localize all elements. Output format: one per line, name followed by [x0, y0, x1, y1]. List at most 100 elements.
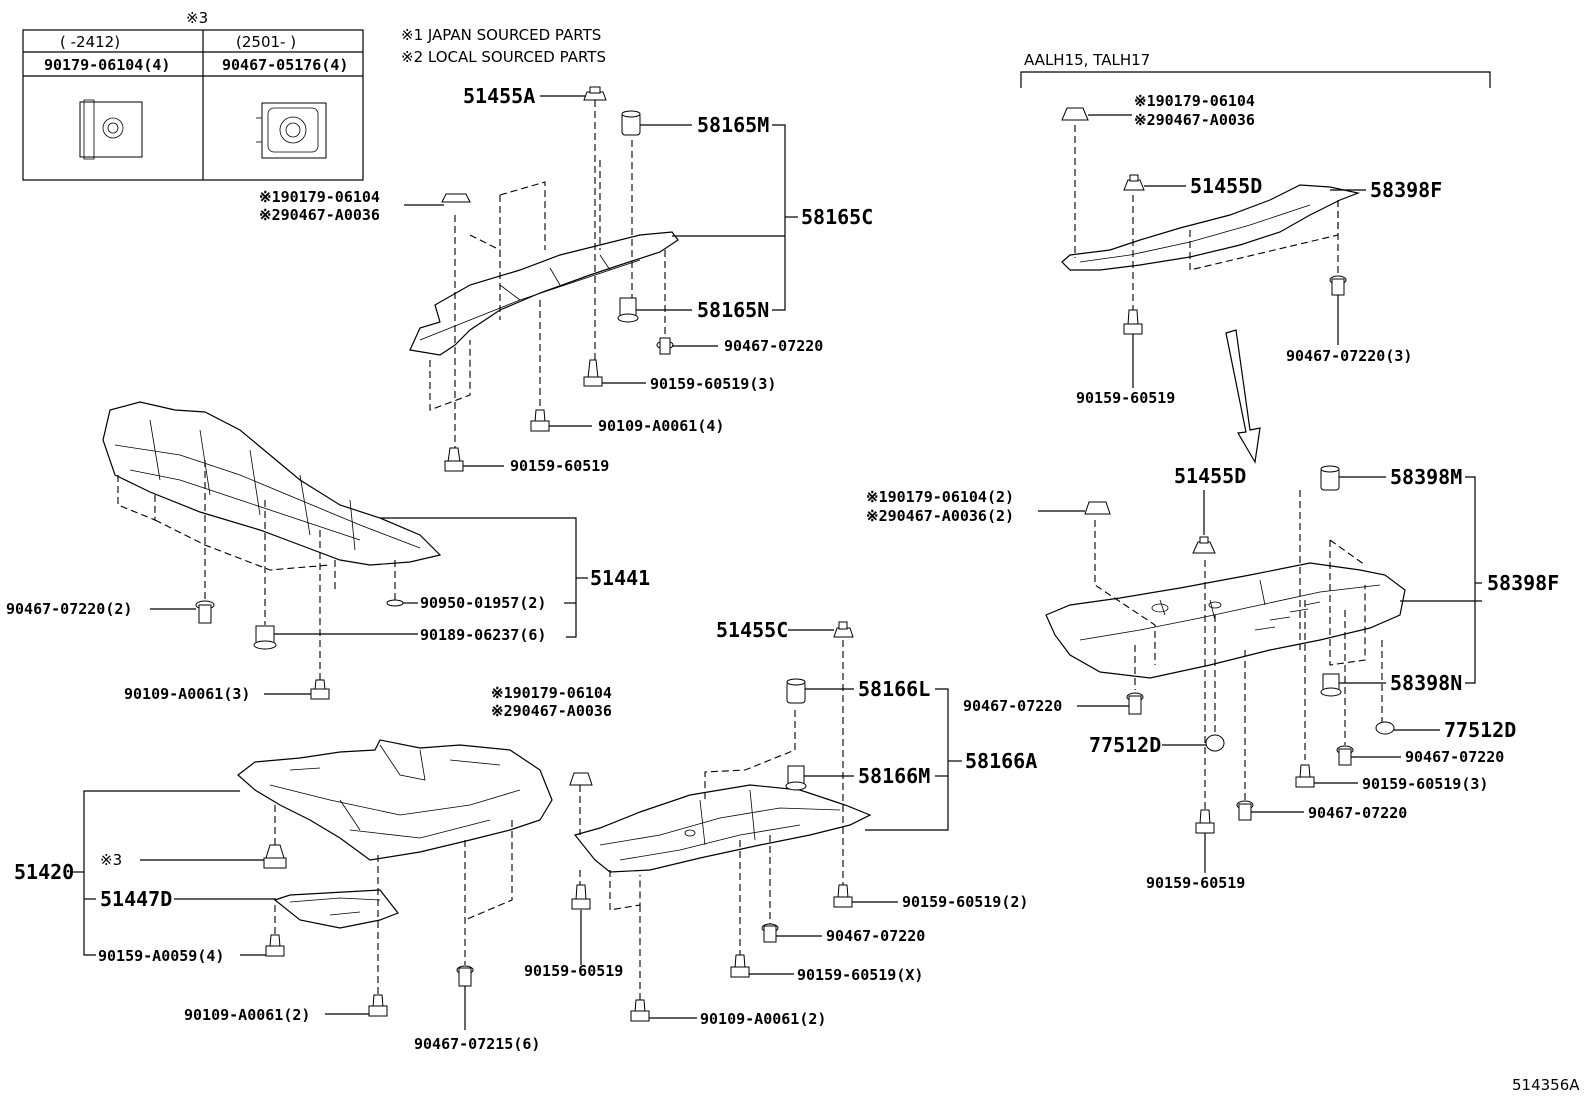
label-90467-07220-e: 90467-07220 [1308, 804, 1407, 822]
nut-58398N [1320, 673, 1342, 697]
bolt-90467-07220-c [1126, 692, 1144, 715]
bolt-90467-07220-e [1236, 800, 1254, 821]
bolt-90109-A0061-4 [530, 409, 550, 432]
nut-58165N [617, 297, 639, 323]
bolt-90109-A0061-3 [310, 679, 330, 700]
legend-table: ※3 ( -2412) (2501- ) 90179-06104(4) 9046… [22, 9, 364, 181]
label-90467-07220-3: 90467-07220(3) [1286, 347, 1412, 365]
bolt-90467-07220-2 [195, 600, 215, 624]
callout-51420: 51420 [14, 860, 74, 884]
group-58165C: 51455A 58165M 58165C 58165N ※190179-0610… [259, 84, 873, 475]
plug-77512D-right [1375, 721, 1395, 735]
callout-58398F-top: 58398F [1370, 178, 1442, 202]
clip-nut-upper [441, 193, 471, 203]
callout-58166A: 58166A [965, 749, 1037, 773]
label-90467-07220-d: 90467-07220 [1405, 748, 1504, 766]
grommet-58398M [1320, 465, 1340, 491]
clip-51455D-mid [1192, 536, 1216, 554]
label-90159-60519-3-a: 90159-60519(3) [650, 375, 776, 393]
label-90109-A0061-3: 90109-A0061(3) [124, 685, 250, 703]
label-90950-01957-2: 90950-01957(2) [420, 594, 546, 612]
bolt-90467-07220-a [656, 337, 674, 355]
callout-51455C: 51455C [716, 618, 788, 642]
engine-under-cover-lh-58166A [573, 784, 872, 873]
callout-58166L: 58166L [858, 677, 930, 701]
nut-58166M [785, 765, 807, 791]
callout-51455D-top: 51455D [1190, 174, 1262, 198]
bolt-90109-A0061-2-b [630, 999, 650, 1022]
label-90159-60519-b: 90159-60519 [524, 962, 623, 980]
callout-58398M: 58398M [1390, 465, 1462, 489]
callout-77512D-right: 77512D [1444, 718, 1516, 742]
label-90109-A0061-2-b: 90109-A0061(2) [700, 1010, 826, 1028]
group-58166A: 51455C 58166L 58166A 58166M ※190179-0610… [491, 618, 1037, 1028]
label-local-clip-top: ※290467-A0036 [259, 206, 380, 224]
bolt-90467-07220-d [1336, 745, 1354, 766]
label-90467-07220-a: 90467-07220 [724, 337, 823, 355]
label-90189-06237-6: 90189-06237(6) [420, 626, 546, 644]
callout-58165N: 58165N [697, 298, 769, 322]
clip-90950-01957 [386, 599, 404, 607]
label-90467-07220-c: 90467-07220 [963, 697, 1062, 715]
engine-under-cover-rh-58165C [409, 231, 679, 356]
down-arrow-icon [1225, 329, 1261, 464]
engine-under-cover-51420 [237, 739, 553, 861]
group-51420: 51420 ※3 51447D 90159-A0059(4) 90109-A00… [14, 739, 553, 1053]
callout-58398N: 58398N [1390, 671, 1462, 695]
legend-mark3: ※3 [186, 9, 208, 27]
label-japan-clip-mid: ※190179-06104 [491, 684, 612, 702]
clip-51455C [833, 621, 854, 638]
label-90159-60519-X: 90159-60519(X) [797, 966, 923, 984]
label-90467-07220-b: 90467-07220 [826, 927, 925, 945]
label-japan-clip-right-mid: ※190179-06104(2) [866, 488, 1014, 506]
label-90109-A0061-4: 90109-A0061(4) [598, 417, 724, 435]
callout-51447D: 51447D [100, 887, 172, 911]
under-cover-58398F-small [1061, 184, 1361, 271]
label-mark3-small: ※3 [100, 851, 122, 869]
callout-51455A: 51455A [463, 84, 535, 108]
callout-58165C: 58165C [801, 205, 873, 229]
label-90159-60519-3-b: 90159-60519(3) [1362, 775, 1488, 793]
group-variant-top: AALH15, TALH17 ※190179-06104 ※290467-A00… [1020, 51, 1491, 464]
group-58398F: ※190179-06104(2) ※290467-A0036(2) 51455D… [866, 464, 1559, 892]
label-90109-A0061-2-a: 90109-A0061(2) [184, 1006, 310, 1024]
callout-58165M: 58165M [697, 113, 769, 137]
bolt-90159-60519-X [730, 954, 750, 978]
under-cover-58398F [1045, 562, 1406, 679]
bolt-90159-60519-3-a [583, 359, 603, 387]
group-51441: 51441 90467-07220(2) 90950-01957(2) 9018… [6, 401, 650, 703]
label-local-clip-mid: ※290467-A0036 [491, 702, 612, 720]
bolt-90467-07215-6 [456, 965, 474, 987]
callout-51455D-mid: 51455D [1174, 464, 1246, 488]
label-japan-clip-right-top: ※190179-06104 [1134, 92, 1255, 110]
callout-77512D-left: 77512D [1089, 733, 1161, 757]
clip-mark3 [263, 844, 287, 869]
bolt-90467-07220-3 [1329, 275, 1347, 296]
label-90159-60519-a: 90159-60519 [510, 457, 609, 475]
bolt-90109-A0061-2-a [368, 994, 388, 1017]
clip-nut-icon [79, 99, 143, 160]
diagram-number: 514356A [1512, 1076, 1580, 1094]
callout-58166M: 58166M [858, 764, 930, 788]
bolt-90159-60519-2 [833, 884, 853, 908]
note-local-sourced: ※2 LOCAL SOURCED PARTS [401, 48, 606, 66]
bolt-90159-60519-c [1123, 309, 1143, 335]
label-90467-07220-2: 90467-07220(2) [6, 600, 132, 618]
label-90159-60519-d: 90159-60519 [1146, 874, 1245, 892]
under-cover-plate-51447D [273, 889, 399, 929]
nut-90189-06237 [253, 625, 277, 650]
clip-nut-right-mid [1084, 501, 1111, 515]
legend-col1-part: 90179-06104(4) [44, 56, 170, 74]
legend-col1-range: ( -2412) [60, 33, 120, 51]
grommet-58166L [786, 678, 806, 704]
label-japan-clip-top: ※190179-06104 [259, 188, 380, 206]
grommet-58165M [621, 110, 641, 136]
clip-nut-flanged-icon [256, 102, 327, 159]
clip-51455A [583, 86, 607, 101]
label-90159-A0059-4: 90159-A0059(4) [98, 947, 224, 965]
plug-77512D-left [1205, 734, 1225, 752]
note-japan-sourced: ※1 JAPAN SOURCED PARTS [401, 26, 601, 44]
label-local-clip-right-mid: ※290467-A0036(2) [866, 507, 1014, 525]
callout-58398F: 58398F [1487, 571, 1559, 595]
